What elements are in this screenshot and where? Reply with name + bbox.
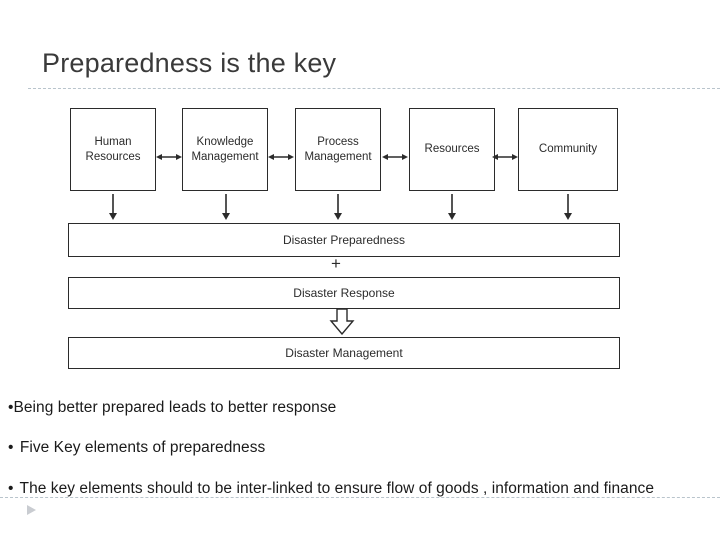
bullet-marker: • bbox=[8, 479, 14, 497]
diagram-bar-disaster-preparedness: Disaster Preparedness bbox=[68, 223, 620, 257]
down-arrow-icon bbox=[107, 194, 119, 220]
diagram-bar-label: Disaster Response bbox=[293, 286, 395, 300]
play-icon[interactable] bbox=[24, 503, 38, 517]
diagram-box-label: Knowledge Management bbox=[191, 136, 259, 163]
bullet-marker: • bbox=[8, 439, 14, 457]
hollow-down-arrow-icon bbox=[329, 308, 355, 336]
diagram-box-label: Human Resources bbox=[85, 136, 141, 163]
double-arrow-icon bbox=[382, 150, 408, 162]
diagram-box-community: Community bbox=[518, 108, 618, 191]
bullet-text: Five Key elements of preparedness bbox=[15, 439, 266, 457]
title-divider bbox=[28, 88, 720, 89]
double-arrow-icon bbox=[268, 150, 294, 162]
preparedness-diagram: Human Resources Knowledge Management Pro… bbox=[60, 106, 630, 381]
diagram-box-process-management: Process Management bbox=[295, 108, 381, 191]
diagram-bar-label: Disaster Preparedness bbox=[282, 233, 406, 247]
diagram-box-label: Community bbox=[538, 143, 598, 156]
diagram-bar-disaster-response: Disaster Response bbox=[68, 277, 620, 309]
diagram-bar-label: Disaster Management bbox=[285, 346, 403, 360]
down-arrow-icon bbox=[446, 194, 458, 220]
bullet-text: Being better prepared leads to better re… bbox=[13, 399, 337, 416]
bullet-list: •Being better prepared leads to better r… bbox=[8, 398, 720, 499]
double-arrow-icon bbox=[492, 150, 518, 162]
footer-divider bbox=[0, 497, 720, 498]
down-arrow-icon bbox=[332, 194, 344, 220]
down-arrow-icon bbox=[562, 194, 574, 220]
double-arrow-icon bbox=[156, 150, 182, 162]
bullet-marker: • bbox=[8, 399, 14, 416]
page-title: Preparedness is the key bbox=[42, 48, 337, 78]
diagram-bar-disaster-management: Disaster Management bbox=[68, 337, 620, 369]
list-item: • The key elements should to be inter-li… bbox=[8, 479, 720, 499]
bullet-text: The key elements should to be inter-link… bbox=[15, 479, 654, 497]
plus-icon: + bbox=[331, 254, 341, 273]
list-item: • Five Key elements of preparedness bbox=[8, 438, 720, 458]
diagram-box-human-resources: Human Resources bbox=[70, 108, 156, 191]
down-arrow-icon bbox=[220, 194, 232, 220]
list-item: •Being better prepared leads to better r… bbox=[8, 398, 720, 418]
diagram-box-label: Process Management bbox=[304, 136, 372, 163]
diagram-box-knowledge-management: Knowledge Management bbox=[182, 108, 268, 191]
diagram-box-label: Resources bbox=[424, 143, 480, 156]
diagram-box-resources: Resources bbox=[409, 108, 495, 191]
